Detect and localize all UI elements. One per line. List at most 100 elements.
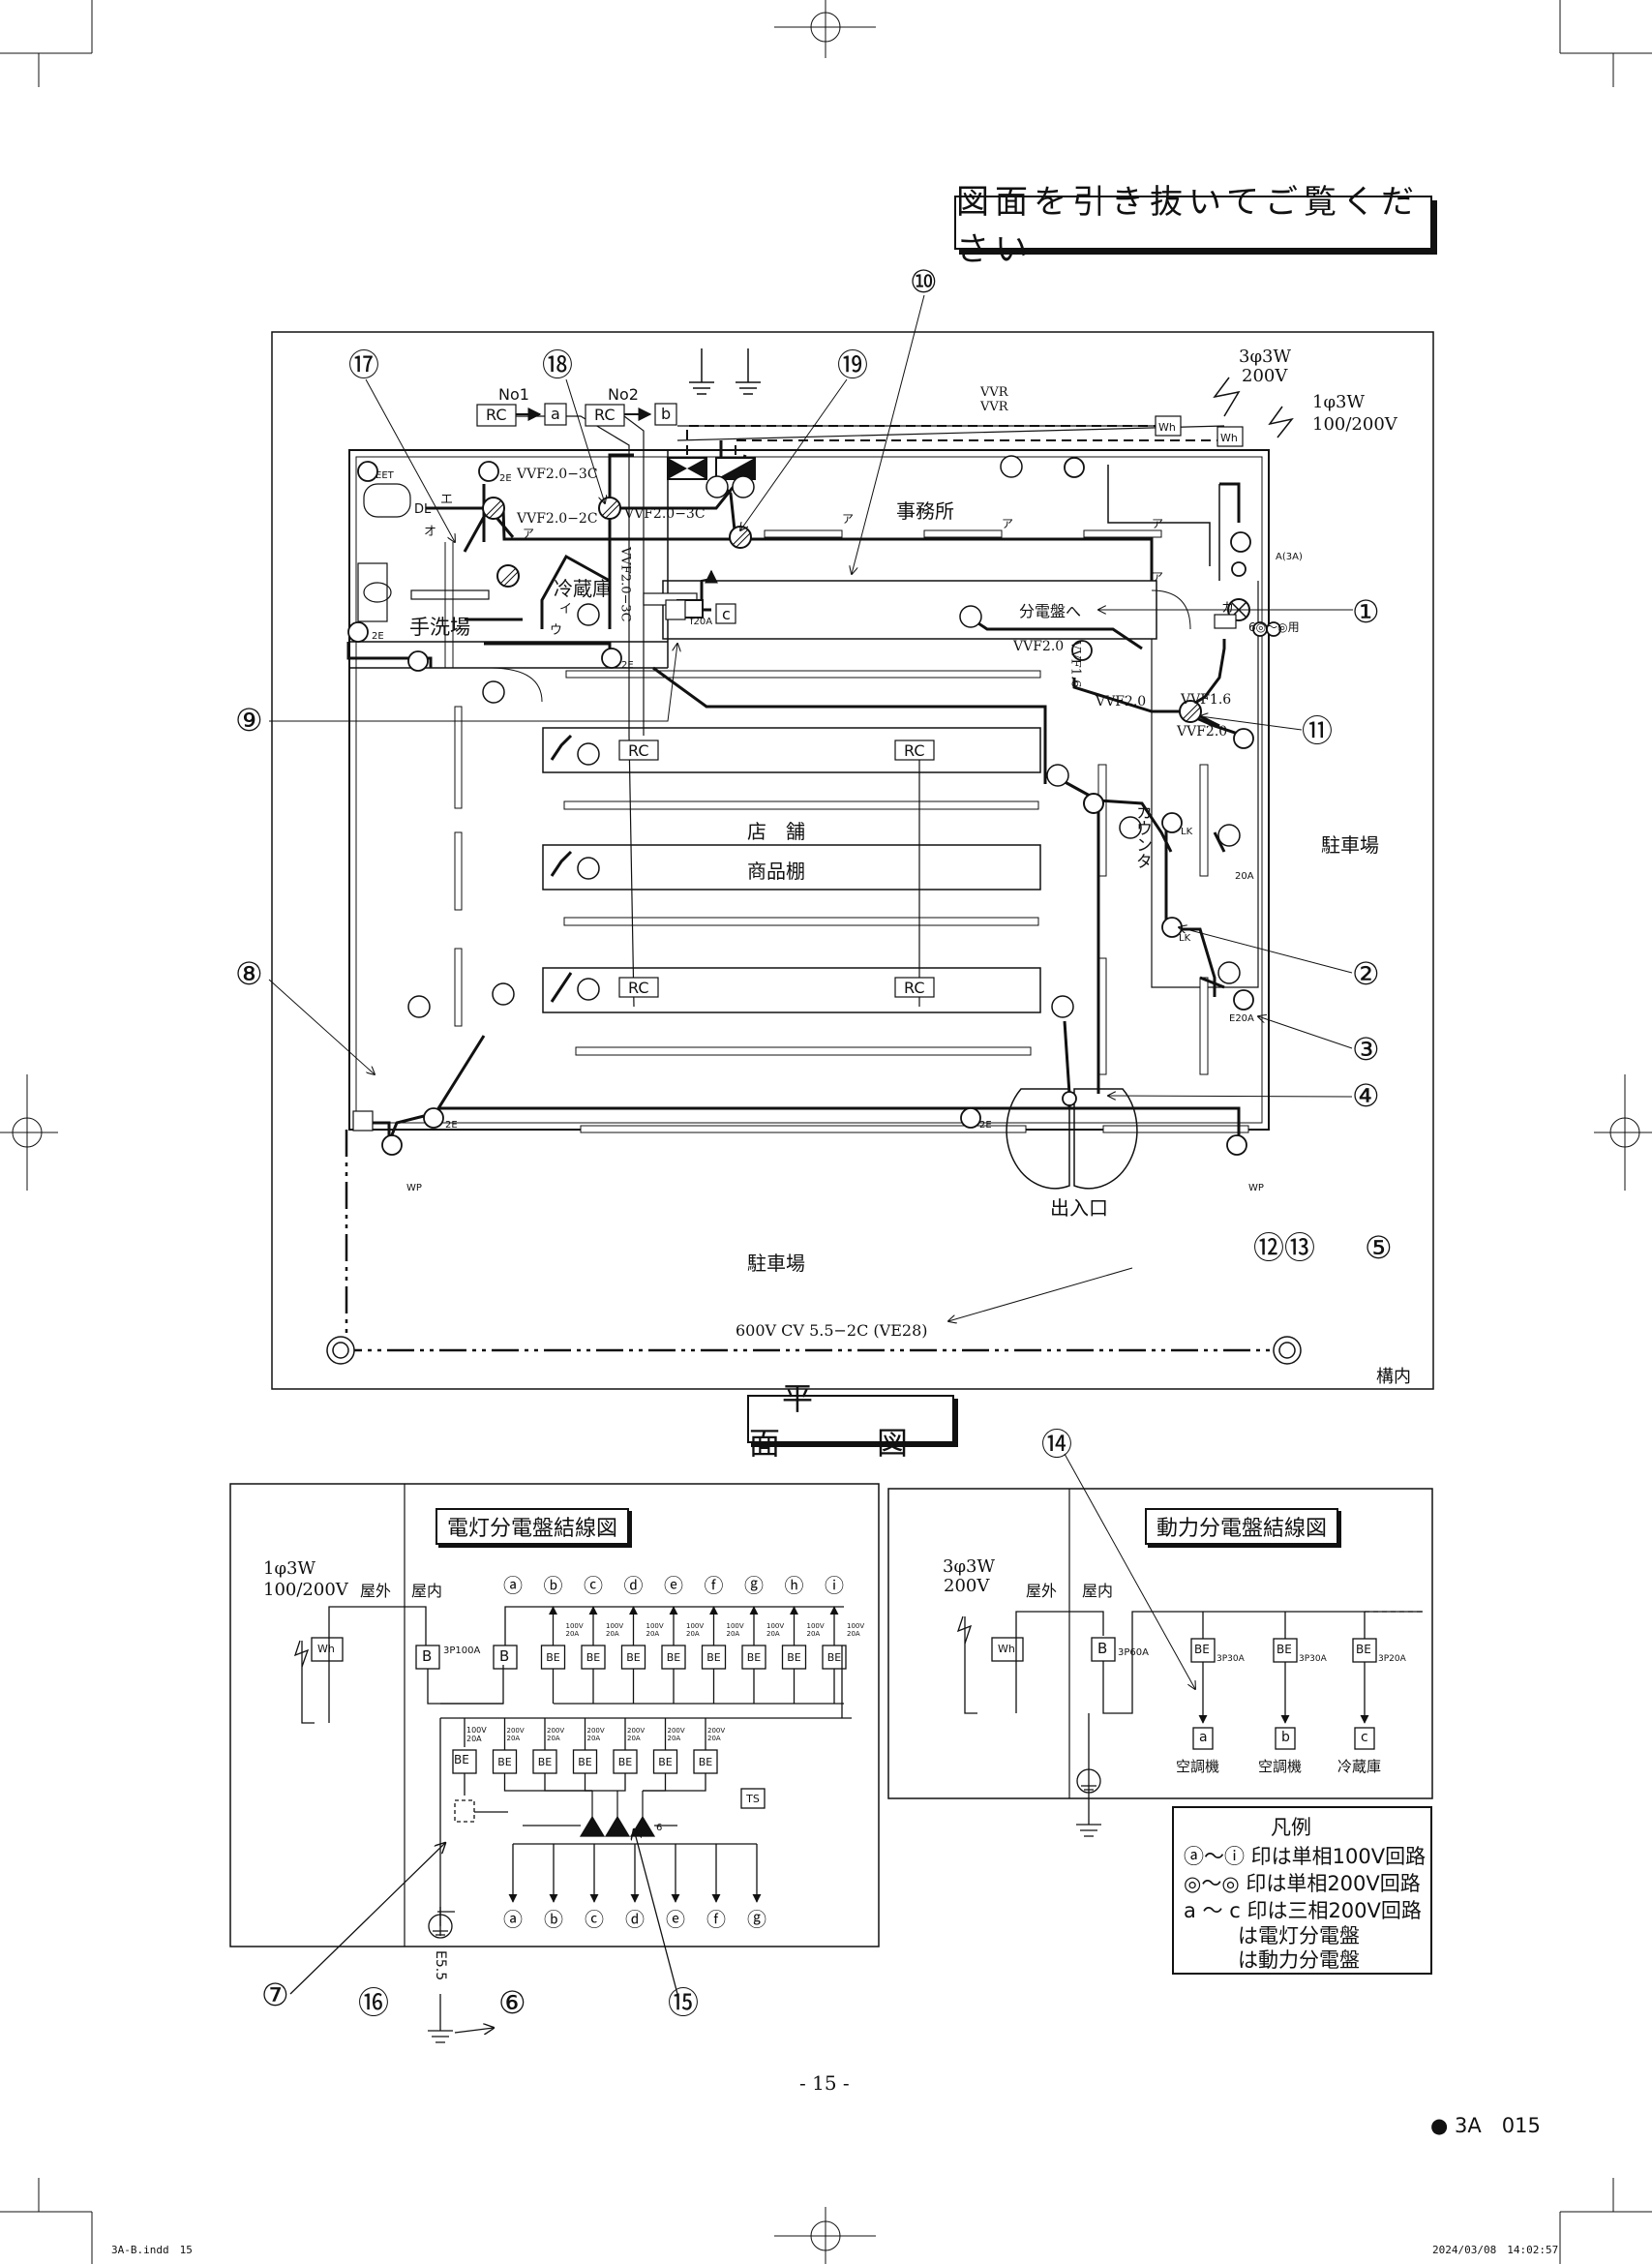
lighting-200v-first-breaker: BE <box>454 1753 469 1766</box>
breaker-label: BE <box>618 1756 633 1768</box>
note-2e-c: 2E <box>621 660 634 671</box>
power-outdoor: 屋外 <box>1026 1582 1058 1600</box>
marker-8: ⑧ <box>235 955 263 992</box>
lighting-outdoor: 屋外 <box>360 1582 392 1600</box>
cable-vvf-3c-b: VVF2.0−3C <box>623 506 706 522</box>
circuit-label-100v: ⓖ <box>744 1574 764 1597</box>
power-branch-rating: 3P20A <box>1378 1654 1406 1664</box>
rating-amp: 20A <box>587 1735 601 1742</box>
lighting-100v-circuit <box>822 1606 847 1704</box>
marker-10: ⑩ <box>910 263 938 300</box>
lighting-100v-circuit <box>540 1606 566 1704</box>
rating-volt: 200V <box>547 1727 564 1735</box>
rating-amp: 20A <box>727 1630 740 1638</box>
power-main-breaker: B <box>1097 1640 1108 1657</box>
circuit-label-200v: ⓖ <box>747 1908 766 1931</box>
lighting-supply: 1φ3W <box>263 1558 316 1579</box>
supply-3phase: 3φ3W <box>1239 347 1292 367</box>
legend-row-power-panel: は動力分電盤 <box>1238 1948 1360 1972</box>
rc-box-b: b <box>661 405 671 423</box>
cv-line <box>345 1130 1287 1352</box>
note-2e-d: 2E <box>445 1120 458 1131</box>
circuit-label-100v: ⓓ <box>624 1574 644 1597</box>
kana-u: ウ <box>550 623 562 638</box>
marker-16: ⑯ <box>358 1984 389 2021</box>
lighting-volt: 100/200V <box>263 1580 348 1600</box>
ground-symbols <box>689 348 761 395</box>
lighting-200v-circuit <box>532 1718 599 1903</box>
circuit-link <box>544 1773 592 1792</box>
circuit-label-200v: ⓐ <box>503 1908 523 1931</box>
breaker-label: BE <box>497 1756 512 1768</box>
washroom-fixtures <box>357 483 490 622</box>
power-branch-rating: 3P30A <box>1216 1654 1245 1664</box>
lighting-100v-breakers <box>513 1606 847 1705</box>
rc-box-a: a <box>551 405 560 423</box>
marker-9: ⑨ <box>235 702 263 739</box>
room-store: 店 舗 <box>747 820 805 843</box>
lighting-main-breaker: B <box>422 1647 433 1665</box>
circuit-label-100v: ⓐ <box>503 1574 523 1597</box>
circuit-link <box>584 1773 617 1792</box>
wiring-lines <box>346 440 1245 1143</box>
lighting-meter: Wh <box>317 1643 335 1655</box>
power-branch-rating: 3P30A <box>1299 1654 1327 1664</box>
rating-volt: 100V <box>566 1622 584 1630</box>
note-a3a: A(3A) <box>1276 552 1303 562</box>
plan-frame <box>271 331 1434 1390</box>
note-use: 6◎〜◎用 <box>1248 620 1300 634</box>
cable-vvf20-b: VVF2.0 <box>1095 694 1146 709</box>
power-branch-breaker: BE <box>1194 1643 1210 1656</box>
breaker-label: BE <box>538 1756 553 1768</box>
rating-volt: 200V <box>707 1727 725 1735</box>
marker-4: ④ <box>1352 1077 1380 1114</box>
rating-amp: 20A <box>847 1630 860 1638</box>
entrance-label: 出入口 <box>1050 1196 1108 1220</box>
power-branch-box: a <box>1199 1730 1208 1745</box>
lighting-200v-breakers <box>492 1718 766 1903</box>
windows <box>454 529 1249 1133</box>
kana-a-3: ア <box>1152 517 1163 530</box>
timer-switch <box>740 1788 766 1809</box>
breaker-label: BE <box>626 1651 641 1664</box>
junction-boxes <box>482 497 1250 814</box>
rating-amp: 20A <box>646 1630 660 1638</box>
lighting-panel-title: 電灯分電盤結線図 <box>436 1508 630 1545</box>
circuit-label-100v: ⓑ <box>544 1574 563 1597</box>
rating-volt: 200V <box>668 1727 685 1735</box>
lighting-100v-circuit <box>741 1606 766 1704</box>
outlets <box>347 457 1281 1156</box>
marker-19: ⑲ <box>837 347 868 383</box>
leader-lines <box>268 294 1353 1689</box>
note-lk-a: LK <box>1181 827 1193 837</box>
building-walls <box>348 449 1270 1131</box>
breaker-label: BE <box>586 1651 601 1664</box>
marker-6: ⑥ <box>498 1984 526 2021</box>
cable-vvf16-a: VVF1.6 <box>1180 692 1231 708</box>
kana-a-4: ア <box>1152 570 1163 584</box>
legend-row-3phase: a 〜 c 印は三相200V回路 <box>1184 1899 1422 1922</box>
circuit-label-100v: ⓗ <box>785 1574 804 1597</box>
plan-title: 平 面 図 <box>747 1380 954 1462</box>
lighting-sub-breaker: B <box>499 1647 510 1665</box>
kana-ka: カ <box>1221 601 1234 616</box>
shelf-label: 商品棚 <box>747 860 805 883</box>
counter-label: カウンタ <box>1132 803 1152 869</box>
legend-row-200v: ◎〜◎ 印は単相200V回路 <box>1184 1872 1421 1895</box>
cable-vvf-2c: VVF2.0−2C <box>516 511 598 527</box>
note-dl: DL <box>414 502 432 517</box>
marker-11: ⑪ <box>1302 712 1333 749</box>
rc-no2-label: No2 <box>608 385 639 404</box>
footer-timestamp: 2024/03/08 14:02:57 <box>1432 2244 1559 2256</box>
circuit-link <box>643 1773 706 1792</box>
breaker-label: BE <box>578 1756 592 1768</box>
circuit-link <box>643 1773 667 1792</box>
rating-volt: 100V <box>606 1622 623 1630</box>
supply-1phase: 1φ3W <box>1312 392 1366 412</box>
rc-2: RC <box>594 406 616 424</box>
note-lk-b: LK <box>1179 933 1191 944</box>
numbered-markers: ① ② ③ ④ ⑤ ⑥ ⑦ ⑧ ⑨ ⑩ ⑪ ⑫⑬ ⑭ ⑮ ⑯ ⑰ ⑱ ⑲ <box>235 263 1393 2021</box>
kana-e: エ <box>440 493 453 507</box>
